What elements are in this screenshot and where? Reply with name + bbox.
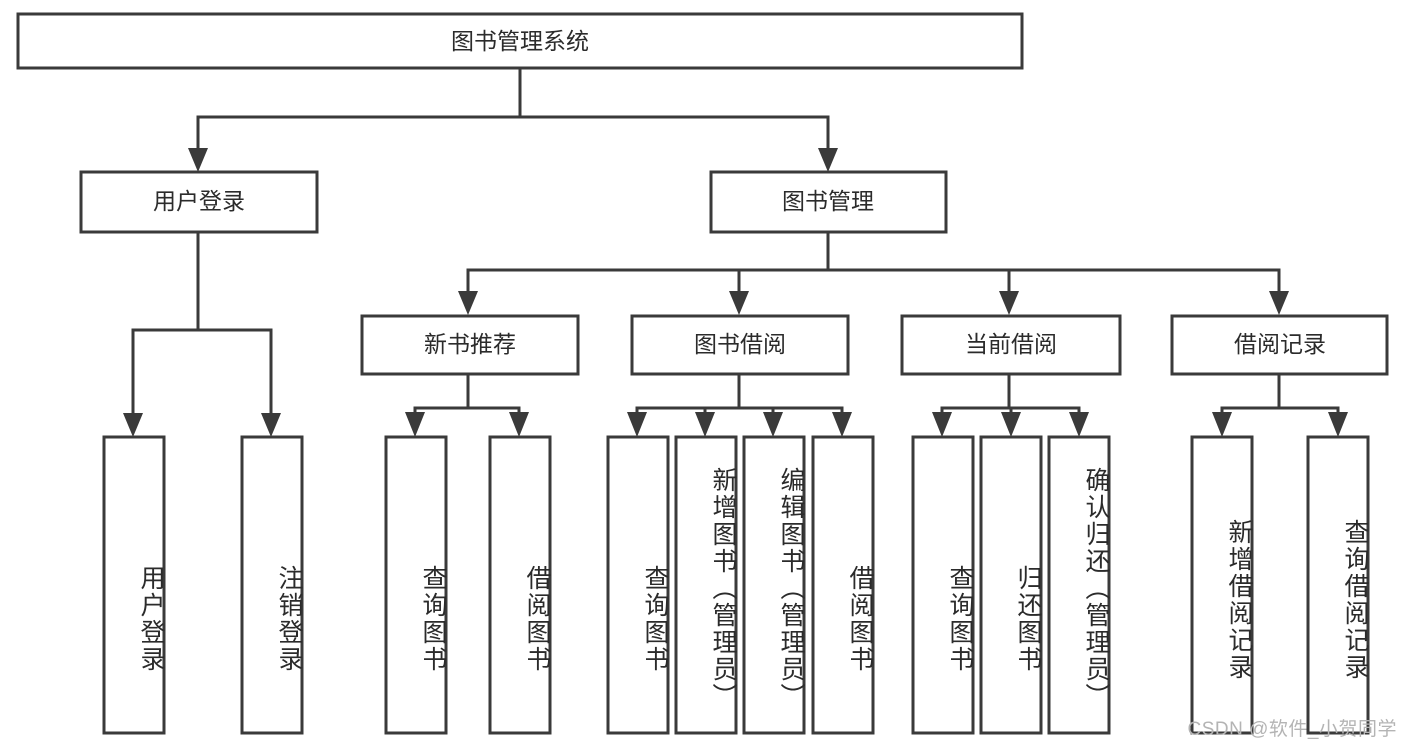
leaf-group-new-book-recommend (384, 435, 552, 735)
node-new-book-recommend-box[interactable] (360, 314, 580, 376)
node-new-book-recommend[interactable]: 新书推荐 (360, 314, 580, 376)
node-root-label: 图书管理系统 (451, 28, 589, 54)
arrow-head-current-borrow (999, 291, 1019, 315)
node-new-book-recommend-label: 新书推荐 (424, 331, 516, 357)
node-current-borrow-label: 当前借阅 (965, 331, 1057, 357)
leaf-box-current-borrow-2[interactable] (1047, 435, 1111, 735)
arrow-head-leaf-book-borrow-0 (627, 412, 647, 437)
arrow-head-book-mgmt (818, 148, 838, 172)
leaf-group-current-borrow (911, 435, 1111, 735)
node-book-borrow[interactable]: 图书借阅 (630, 314, 850, 376)
node-user-login[interactable]: 用户登录 (79, 170, 319, 234)
node-current-borrow-box[interactable] (900, 314, 1122, 376)
node-root-box[interactable] (16, 12, 1024, 70)
connector-group-new-book (405, 372, 529, 437)
node-book-borrow-label: 图书借阅 (694, 331, 786, 357)
connector-group-user-login (123, 230, 281, 437)
arrow-head-leaf-user-login-1 (261, 413, 281, 437)
leaf-box-user-login-0[interactable] (102, 435, 166, 735)
node-book-mgmt[interactable]: 图书管理 (709, 170, 948, 234)
node-book-borrow-box[interactable] (630, 314, 850, 376)
leaf-box-borrow-record-0[interactable] (1190, 435, 1254, 735)
arrow-head-borrow-record (1269, 291, 1289, 315)
arrow-head-leaf-book-borrow-2 (763, 412, 783, 437)
node-borrow-record-box[interactable] (1170, 314, 1389, 376)
connector-group-book-mgmt (458, 230, 1289, 315)
connector-group-current-borrow (932, 372, 1089, 437)
arrow-head-book-borrow (729, 291, 749, 315)
arrow-head-leaf-book-borrow-1 (695, 412, 715, 437)
csdn-watermark: CSDN @软件_小贺同学 (1187, 719, 1397, 740)
node-current-borrow[interactable]: 当前借阅 (900, 314, 1122, 376)
arrow-head-user-login (188, 148, 208, 172)
leaf-box-user-login-1[interactable] (240, 435, 304, 735)
leaf-box-new-book-1[interactable] (488, 435, 552, 735)
arrow-head-new-book (458, 291, 478, 315)
node-root[interactable]: 图书管理系统 (16, 12, 1024, 70)
node-book-mgmt-box[interactable] (709, 170, 948, 234)
leaf-box-current-borrow-1[interactable] (979, 435, 1043, 735)
arrow-head-leaf-current-borrow-2 (1069, 412, 1089, 437)
leaf-box-current-borrow-0[interactable] (911, 435, 975, 735)
connector-group-root (188, 66, 838, 172)
arrow-head-leaf-book-borrow-3 (832, 412, 852, 437)
arrow-head-leaf-current-borrow-1 (1001, 412, 1021, 437)
node-book-mgmt-label: 图书管理 (782, 188, 874, 214)
arrow-head-leaf-borrow-record-1 (1328, 412, 1348, 437)
node-user-login-box[interactable] (79, 170, 319, 234)
leaf-group-user-login (102, 435, 304, 735)
arrow-head-leaf-user-login-0 (123, 413, 143, 437)
leaf-box-new-book-0[interactable] (384, 435, 448, 735)
leaf-group-borrow-record (1190, 435, 1370, 735)
arrow-head-leaf-current-borrow-0 (932, 412, 952, 437)
leaf-box-book-borrow-3[interactable] (811, 435, 875, 735)
arrow-head-leaf-new-book-0 (405, 412, 425, 437)
leaf-box-book-borrow-0[interactable] (606, 435, 670, 735)
node-borrow-record-label: 借阅记录 (1234, 331, 1326, 357)
node-user-login-label: 用户登录 (153, 188, 245, 214)
arrow-head-leaf-new-book-1 (509, 412, 529, 437)
connector-group-book-borrow (627, 372, 852, 437)
leaf-box-borrow-record-1[interactable] (1306, 435, 1370, 735)
leaf-group-book-borrow (606, 435, 875, 735)
node-borrow-record[interactable]: 借阅记录 (1170, 314, 1389, 376)
leaf-box-book-borrow-1[interactable] (674, 435, 738, 735)
leaf-box-book-borrow-2[interactable] (742, 435, 806, 735)
connector-group-borrow-record (1212, 372, 1348, 437)
arrow-head-leaf-borrow-record-0 (1212, 412, 1232, 437)
